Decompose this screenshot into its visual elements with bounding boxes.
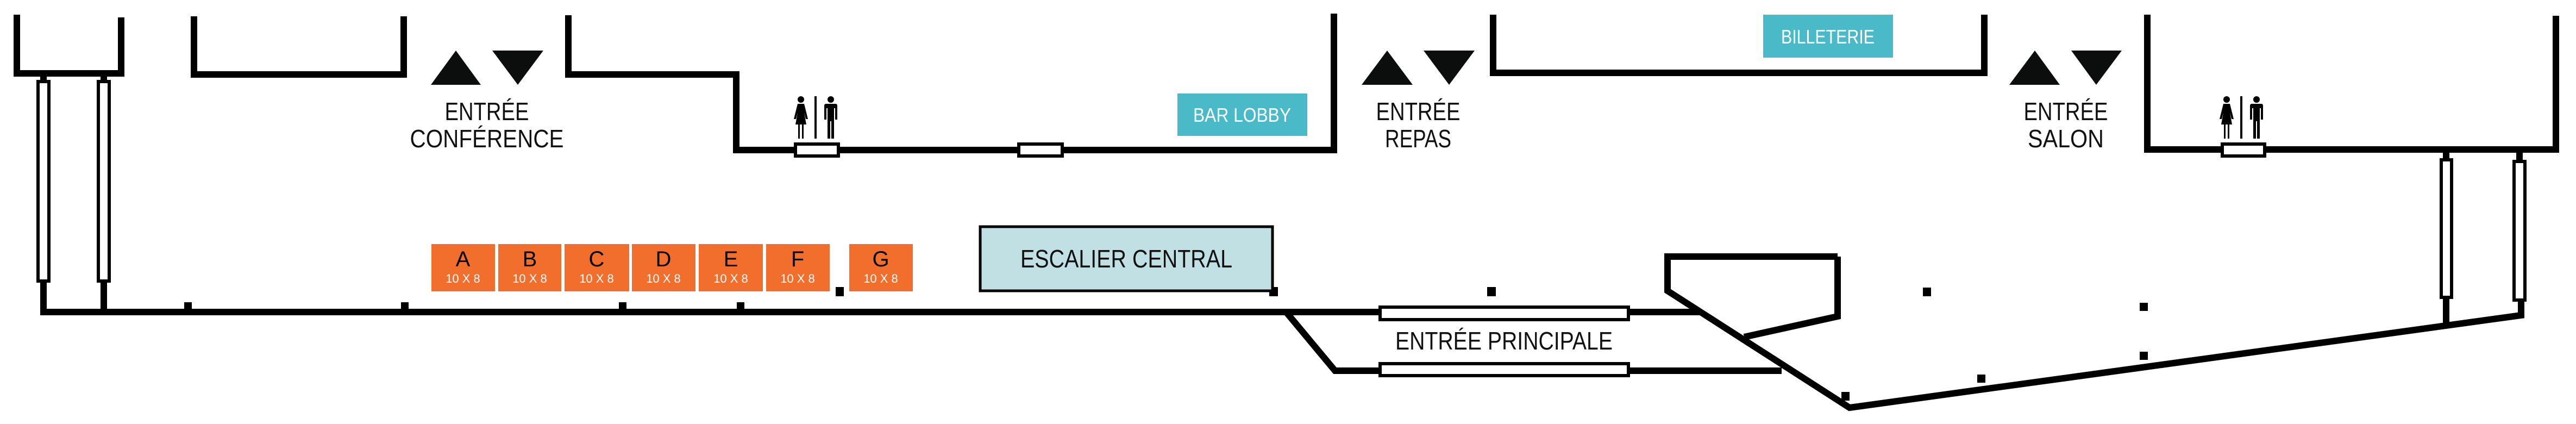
post bbox=[1841, 392, 1850, 401]
conference-wall bbox=[565, 14, 1337, 153]
post bbox=[836, 287, 844, 296]
room-wall-2 bbox=[191, 16, 407, 78]
escalier-central: ESCALIER CENTRAL bbox=[979, 225, 1274, 292]
post bbox=[184, 302, 192, 310]
door bbox=[2221, 142, 2266, 158]
entree-salon-label-2: SALON bbox=[2028, 124, 2104, 153]
booth-size: 10 X 8 bbox=[713, 272, 748, 285]
booth-d[interactable]: D10 X 8 bbox=[632, 244, 695, 291]
post bbox=[2140, 352, 2148, 360]
post bbox=[2140, 303, 2148, 311]
entree-conference-label-1: ENTRÉE bbox=[445, 97, 529, 126]
outer-diagonal-wall bbox=[1664, 253, 2524, 411]
entrance-arrows bbox=[431, 51, 2122, 85]
booth-size: 10 X 8 bbox=[579, 272, 614, 285]
posts bbox=[184, 287, 2148, 401]
up-arrow-icon bbox=[431, 51, 481, 85]
entree-conference-label-2: CONFÉRENCE bbox=[410, 124, 564, 153]
post bbox=[1487, 287, 1496, 296]
post bbox=[619, 302, 626, 310]
booth-g[interactable]: G10 X 8 bbox=[849, 244, 913, 291]
booth-a[interactable]: A10 X 8 bbox=[431, 244, 495, 291]
pillar bbox=[2512, 160, 2527, 302]
booth-letter: B bbox=[523, 247, 537, 271]
entree-repas-label-2: REPAS bbox=[1385, 124, 1451, 153]
entree-salon-label-1: ENTRÉE bbox=[2024, 97, 2108, 126]
down-arrow-icon bbox=[1424, 51, 1475, 85]
booth-size: 10 X 8 bbox=[780, 272, 815, 285]
bar-structure-wall bbox=[1743, 257, 1841, 340]
booth-size: 10 X 8 bbox=[863, 272, 898, 285]
post bbox=[1977, 375, 1985, 383]
pillars bbox=[36, 80, 2527, 302]
booth-size: 10 X 8 bbox=[446, 272, 480, 285]
entree-repas-label-1: ENTRÉE bbox=[1376, 97, 1461, 126]
down-arrow-icon bbox=[492, 51, 543, 85]
doors bbox=[794, 142, 2266, 377]
pillar bbox=[2440, 158, 2453, 299]
door bbox=[1017, 142, 1064, 158]
restroom-icon bbox=[794, 96, 837, 139]
door bbox=[794, 142, 840, 158]
booth-f[interactable]: F10 X 8 bbox=[766, 244, 830, 291]
booth-e[interactable]: E10 X 8 bbox=[699, 244, 763, 291]
post bbox=[401, 302, 409, 310]
booth-letter: G bbox=[872, 247, 889, 271]
booth-letter: A bbox=[456, 247, 471, 271]
booth-letter: E bbox=[724, 247, 738, 271]
down-arrow-icon bbox=[2071, 51, 2122, 85]
billeterie-wall bbox=[1490, 15, 1988, 76]
entrance-vestibule-wall bbox=[1283, 310, 1782, 374]
bar-lobby: BAR LOBBY bbox=[1177, 93, 1307, 136]
booth-size: 10 X 8 bbox=[646, 272, 681, 285]
up-arrow-icon bbox=[2009, 51, 2060, 85]
booths: A10 X 8 B10 X 8 C10 X 8 D10 X 8 E10 X 8 … bbox=[431, 244, 913, 291]
post bbox=[737, 302, 744, 310]
restroom-icon bbox=[2220, 96, 2263, 139]
salon-wall bbox=[2144, 15, 2559, 153]
left-room-wall bbox=[14, 15, 124, 77]
floor-wall bbox=[40, 281, 1701, 315]
main-entrance-door-top bbox=[1378, 305, 1630, 321]
booth-size: 10 X 8 bbox=[512, 272, 547, 285]
escalier-central-label: ESCALIER CENTRAL bbox=[1020, 245, 1232, 273]
booth-b[interactable]: B10 X 8 bbox=[498, 244, 561, 291]
up-arrow-icon bbox=[1362, 51, 1413, 85]
booth-letter: C bbox=[589, 247, 605, 271]
pillar bbox=[36, 80, 51, 283]
booth-letter: F bbox=[791, 247, 804, 271]
walls bbox=[14, 14, 2559, 411]
billeterie: BILLETERIE bbox=[1763, 15, 1893, 58]
post bbox=[1923, 288, 1931, 296]
entree-principale-label: ENTRÉE PRINCIPALE bbox=[1395, 327, 1613, 355]
billeterie-label: BILLETERIE bbox=[1781, 26, 1875, 48]
booth-letter: D bbox=[656, 247, 672, 271]
main-entrance-door-bottom bbox=[1378, 362, 1630, 377]
pillar bbox=[97, 80, 111, 283]
booth-c[interactable]: C10 X 8 bbox=[565, 244, 629, 291]
bar-lobby-label: BAR LOBBY bbox=[1193, 104, 1291, 126]
